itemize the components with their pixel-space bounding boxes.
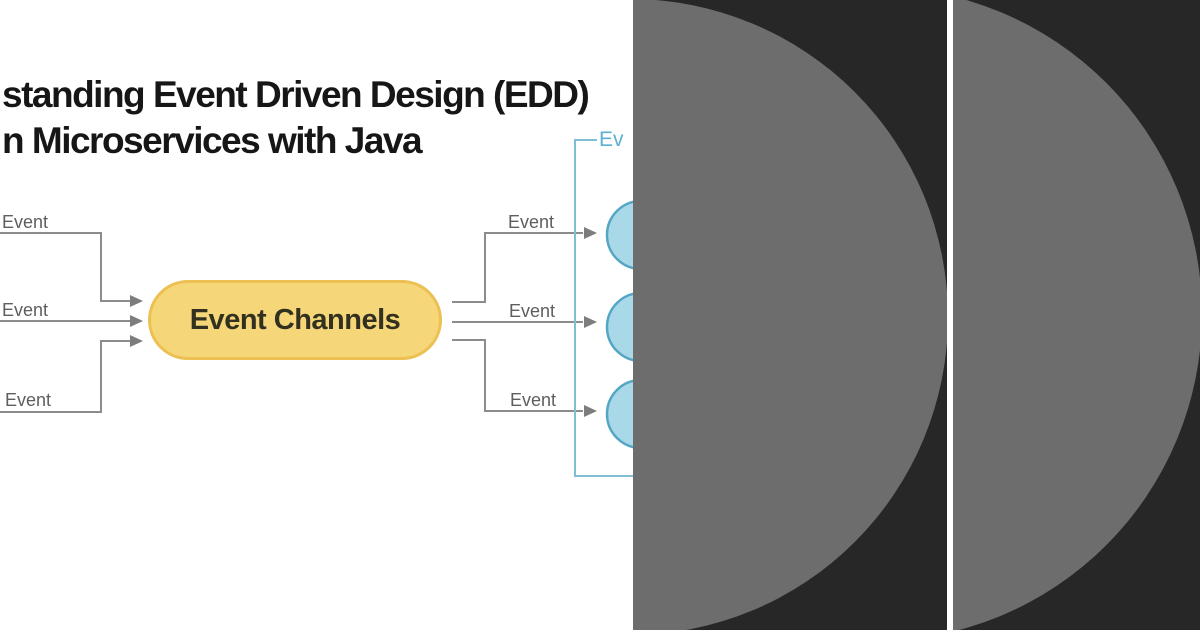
diagram-area: standing Event Driven Design (EDD) n Mic…	[0, 72, 633, 477]
consumer-event-label: Event	[508, 212, 555, 232]
page-title-line2: n Microservices with Java	[2, 120, 423, 161]
event-channels-node: Event Channels	[148, 280, 442, 360]
producer-event-label: Event	[2, 300, 49, 320]
page-title: standing Event Driven Design (EDD) n Mic…	[2, 72, 590, 164]
dark-panel-right	[953, 0, 1200, 630]
flow-diagram-svg	[0, 139, 633, 477]
consumer-arrow-heads	[584, 227, 597, 417]
producer-event-label: Event	[5, 390, 52, 410]
consumer-flow-line	[452, 339, 583, 412]
consumer-event-label: Event	[509, 301, 556, 321]
consumer-node	[605, 200, 633, 270]
consumer-node	[605, 292, 633, 362]
arrow-head-icon	[130, 295, 143, 307]
arrow-head-icon	[130, 335, 143, 347]
consumer-group-bracket	[574, 139, 633, 477]
producer-flow-lines	[0, 232, 131, 413]
producer-flow-line	[0, 232, 131, 302]
consumer-event-label: Event	[510, 390, 557, 410]
dark-panel-left-art	[633, 0, 947, 630]
producer-arrow-heads	[130, 295, 143, 347]
arrow-head-icon	[584, 405, 597, 417]
arrow-head-icon	[584, 316, 597, 328]
consumer-node	[605, 379, 633, 449]
gray-circle-decoration	[633, 0, 947, 630]
consumer-flow-lines	[452, 232, 583, 412]
page-title-line1: standing Event Driven Design (EDD)	[2, 74, 590, 115]
consumer-flow-line	[452, 232, 583, 303]
producer-flow-line	[0, 340, 131, 413]
consumer-nodes	[605, 200, 633, 449]
bracket-caption: Ev	[599, 128, 624, 151]
dark-panel-right-art	[953, 0, 1200, 630]
event-channels-label: Event Channels	[189, 303, 401, 336]
gray-circle-decoration	[953, 0, 1200, 630]
arrow-head-icon	[130, 315, 143, 327]
arrow-head-icon	[584, 227, 597, 239]
dark-panel-left	[633, 0, 947, 630]
producer-event-label: Event	[2, 212, 49, 232]
